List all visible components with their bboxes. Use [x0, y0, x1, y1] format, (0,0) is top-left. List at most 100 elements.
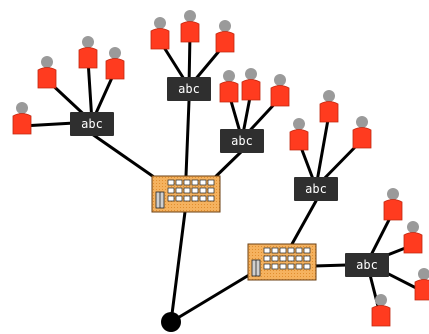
building-left-icon-window: [167, 179, 175, 186]
person-icon-middle-1-head: [223, 70, 235, 82]
edge-layer: [20, 32, 426, 324]
person-icon-middle-2-body: [241, 79, 261, 101]
person-icon-left-4-body: [105, 58, 125, 80]
building-right-icon-window: [279, 263, 287, 270]
label-bottom-right-text: abc: [356, 258, 378, 272]
label-middle-box: [220, 129, 264, 153]
person-icon-left-1: [12, 102, 32, 135]
label-left: abc: [70, 112, 114, 136]
person-icon-left-2-body: [37, 67, 57, 89]
building-right-icon-window: [295, 247, 303, 254]
person-icon-left-2: [37, 56, 57, 89]
person-icon-right-mid-2: [319, 90, 339, 123]
person-icon-left-4-head: [109, 47, 121, 59]
building-left-icon-window: [175, 179, 183, 186]
person-icon-right-mid-2-body: [319, 101, 339, 123]
person-icon-middle-3-body: [270, 85, 290, 107]
label-bottom-right-box: [345, 253, 389, 277]
person-icon-bottom-right-2-body: [403, 232, 423, 254]
person-icon-top-1-head: [154, 17, 166, 29]
person-icon-right-mid-3-body: [352, 127, 372, 149]
person-icon-bottom-right-2-head: [407, 221, 419, 233]
label-middle-text: abc: [231, 134, 253, 148]
person-icon-bottom-right-1-body: [383, 199, 403, 221]
person-icon-left-2-head: [41, 56, 53, 68]
person-icon-top-3-head: [219, 20, 231, 32]
building-left-icon-window: [167, 187, 175, 194]
person-icon-bottom-right-4-head: [375, 294, 387, 306]
person-icon-right-mid-1-body: [289, 129, 309, 151]
building-right-icon-window: [271, 255, 279, 262]
building-left-icon-window: [183, 195, 191, 202]
building-left-icon-window: [175, 195, 183, 202]
label-right-mid-text: abc: [305, 182, 327, 196]
edge-building-right-to-label-bottom-right: [312, 263, 349, 268]
building-right-icon-window: [303, 247, 311, 254]
person-icon-left-4: [105, 47, 125, 80]
edge-right-mid-person-2: [314, 112, 331, 189]
building-left-icon-window: [199, 195, 207, 202]
person-icon-right-mid-3-head: [356, 116, 368, 128]
label-top: abc: [167, 77, 211, 101]
person-icon-bottom-right-4: [371, 294, 391, 327]
label-right-mid-box: [294, 177, 338, 201]
node-layer: abc abc abc abc abc: [12, 10, 429, 332]
person-icon-right-mid-1: [289, 118, 309, 151]
edge-building-left-to-label-top: [184, 99, 191, 178]
label-middle: abc: [220, 129, 264, 153]
person-icon-left-1-head: [16, 102, 28, 114]
building-right-icon-window: [263, 255, 271, 262]
person-icon-middle-2: [241, 68, 261, 101]
person-icon-middle-1: [219, 70, 239, 103]
label-top-text: abc: [178, 82, 200, 96]
person-icon-bottom-right-2: [403, 221, 423, 254]
person-icon-right-mid-1-head: [293, 118, 305, 130]
person-icon-left-3-head: [82, 36, 94, 48]
building-left-icon-window: [183, 187, 191, 194]
person-icon-right-mid-2-head: [323, 90, 335, 102]
person-icon-bottom-right-3-body: [414, 279, 429, 301]
person-icon-top-3: [215, 20, 235, 53]
person-icon-top-2-head: [184, 10, 196, 22]
edge-root-building-left: [169, 202, 188, 324]
label-left-box: [70, 112, 114, 136]
building-right-icon: [247, 243, 317, 281]
person-icon-left-1-body: [12, 113, 32, 135]
building-left-icon-window: [191, 195, 199, 202]
person-icon-middle-3: [270, 74, 290, 107]
label-bottom-right: abc: [345, 253, 389, 277]
label-left-text: abc: [81, 117, 103, 131]
person-icon-bottom-right-1: [383, 188, 403, 221]
building-right-icon-window: [279, 247, 287, 254]
building-left-icon-window: [199, 187, 207, 194]
person-icon-top-2-body: [180, 21, 200, 43]
building-right-icon-window: [263, 263, 271, 270]
building-left-icon-window: [183, 179, 191, 186]
person-icon-middle-2-head: [245, 68, 257, 80]
label-right-mid: abc: [294, 177, 338, 201]
edge-left-person-3: [86, 58, 94, 124]
person-icon-bottom-right-3: [414, 268, 429, 301]
building-left-icon-window: [191, 179, 199, 186]
person-icon-bottom-right-1-head: [387, 188, 399, 200]
person-icon-left-3-body: [78, 47, 98, 69]
building-left-icon-window: [207, 195, 215, 202]
building-right-icon-window: [287, 255, 295, 262]
building-right-icon-window: [271, 263, 279, 270]
person-icon-top-3-body: [215, 31, 235, 53]
person-icon-top-2: [180, 10, 200, 43]
person-icon-middle-1-body: [219, 81, 239, 103]
person-icon-left-3: [78, 36, 98, 69]
label-top-box: [167, 77, 211, 101]
root-node: [161, 312, 181, 332]
building-right-icon-window: [263, 247, 271, 254]
building-right-icon-window: [295, 255, 303, 262]
building-left-icon-window: [191, 187, 199, 194]
person-icon-top-1: [150, 17, 170, 50]
building-right-icon-window: [287, 247, 295, 254]
person-icon-middle-3-head: [274, 74, 286, 86]
person-icon-right-mid-3: [352, 116, 372, 149]
person-icon-bottom-right-3-head: [418, 268, 429, 280]
person-icon-bottom-right-4-body: [371, 305, 391, 327]
